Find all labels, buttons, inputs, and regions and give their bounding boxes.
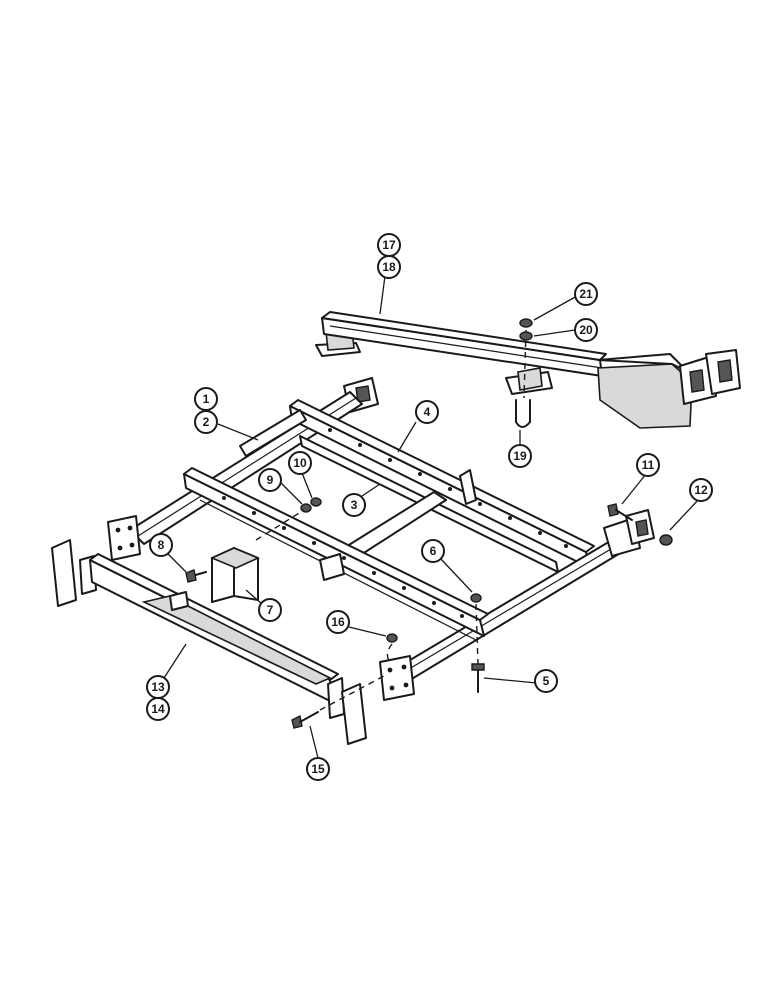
callout-14: 14 [146,697,170,721]
callout-21: 21 [574,282,598,306]
front-bumper-assembly [51,539,367,745]
callout-6: 6 [421,539,445,563]
svg-text:8: 8 [158,538,165,552]
svg-text:19: 19 [513,449,527,463]
callout-13: 13 [146,675,170,699]
svg-text:18: 18 [382,260,396,274]
svg-text:14: 14 [151,702,165,716]
svg-text:4: 4 [424,405,431,419]
svg-text:13: 13 [151,680,165,694]
svg-text:16: 16 [331,615,345,629]
callout-2: 2 [194,410,218,434]
callout-16: 16 [326,610,350,634]
callout-11: 11 [636,453,660,477]
leader-lines [163,275,700,759]
callout-19: 19 [508,444,532,468]
callout-15: 15 [306,757,330,781]
callout-9: 9 [258,468,282,492]
hardware [185,497,673,729]
svg-text:10: 10 [293,456,307,470]
top-beam-assembly [315,311,741,429]
svg-text:15: 15 [311,762,325,776]
callout-5: 5 [534,669,558,693]
svg-text:5: 5 [543,674,550,688]
svg-text:7: 7 [267,603,274,617]
svg-text:2: 2 [203,415,210,429]
u-bolt-hardware [515,318,533,428]
callout-12: 12 [689,478,713,502]
svg-text:9: 9 [267,473,274,487]
svg-text:11: 11 [642,458,655,472]
callout-8: 8 [149,533,173,557]
main-frame-assembly [107,377,655,701]
svg-text:21: 21 [579,287,593,301]
callout-17: 17 [377,233,401,257]
callout-10: 10 [288,451,312,475]
callout-20: 20 [574,318,598,342]
svg-text:20: 20 [579,323,593,337]
svg-text:3: 3 [351,498,358,512]
svg-text:12: 12 [694,483,708,497]
callout-1: 1 [194,387,218,411]
callout-18: 18 [377,255,401,279]
callout-7: 7 [258,598,282,622]
svg-text:1: 1 [203,392,210,406]
svg-text:6: 6 [430,544,437,558]
callout-4: 4 [415,400,439,424]
svg-text:17: 17 [382,238,396,252]
callout-3: 3 [342,493,366,517]
